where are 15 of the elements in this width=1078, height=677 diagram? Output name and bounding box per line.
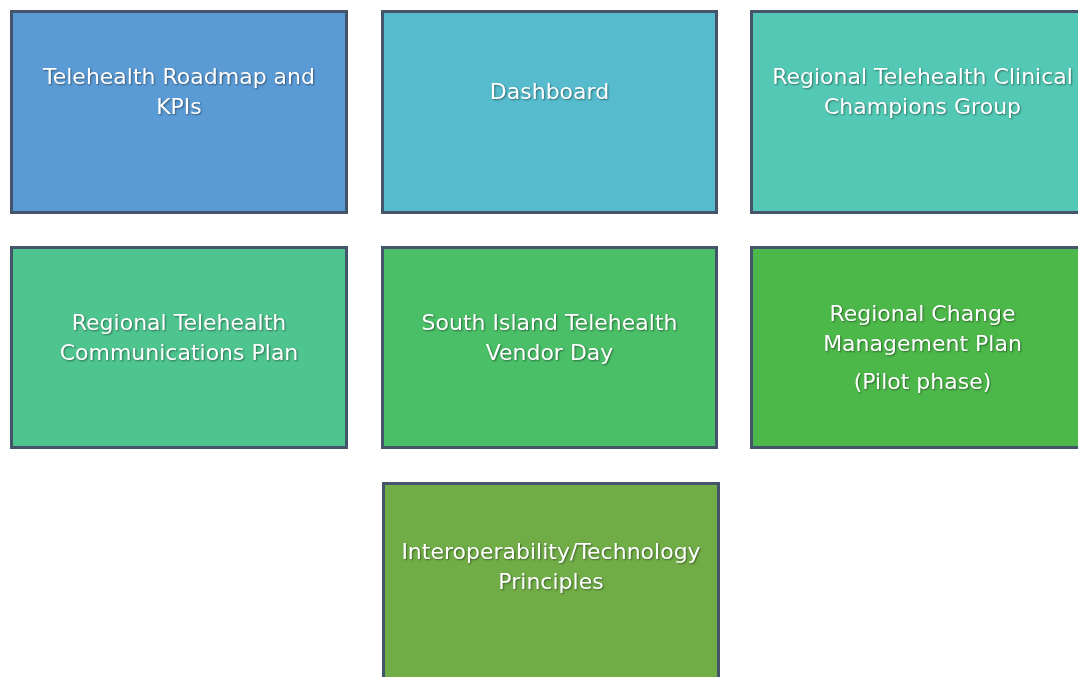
box-label: South Island Telehealth Vendor Day — [420, 308, 679, 367]
box-label: Dashboard — [489, 78, 610, 106]
process-box — [382, 482, 720, 677]
box-label: Regional Telehealth Clinical Champions Group — [771, 63, 1074, 121]
box-label: (Pilot phase) — [853, 367, 992, 396]
box-label: Telehealth Roadmap and KPIs — [42, 63, 316, 121]
process-box — [381, 10, 718, 214]
process-box — [750, 10, 1078, 214]
box-label: Regional Change Management Plan — [822, 299, 1023, 358]
process-box — [381, 246, 718, 449]
process-box — [10, 246, 348, 449]
process-box — [10, 10, 348, 214]
box-label: Regional Telehealth Communications Plan — [58, 308, 300, 367]
box-label: Interoperability/Technology Principles — [401, 538, 701, 596]
process-box — [750, 246, 1078, 449]
